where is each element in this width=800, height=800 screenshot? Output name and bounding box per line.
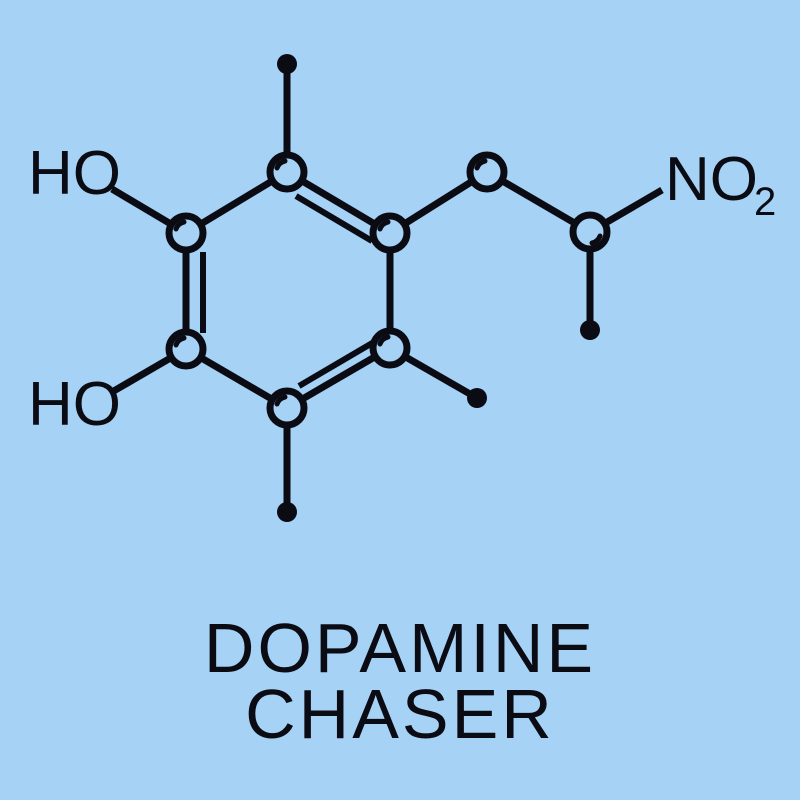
- atom-chain-1: [466, 151, 508, 193]
- terminal-dot-layer: [277, 54, 600, 522]
- atom-gloss-arc: [377, 219, 391, 232]
- poster-title-line-2: CHASER: [245, 675, 555, 753]
- atom-gloss-arc: [173, 219, 187, 232]
- atom-ring-top: [266, 151, 308, 193]
- atom-ring-upper-left: [165, 212, 207, 254]
- double-bond-inner-lower-right: [297, 339, 376, 389]
- double-bond-inner-upper-right: [294, 193, 374, 244]
- atom-gloss-arc: [173, 335, 187, 348]
- chain-atom-layer: [466, 151, 611, 253]
- terminal-dot-chain: [580, 320, 600, 340]
- terminal-dot-bottom: [277, 502, 297, 522]
- poster-title-block: DOPAMINE CHASER: [204, 609, 596, 753]
- atom-ring-bottom: [266, 387, 308, 429]
- atom-ring-lower-left: [165, 328, 207, 370]
- poster-title-line-1: DOPAMINE: [204, 609, 596, 687]
- atom-gloss-arc: [589, 233, 603, 246]
- label-nitro-main: NO: [665, 145, 758, 214]
- atom-gloss-arc: [474, 158, 488, 171]
- label-nitro-subscript: 2: [754, 180, 776, 224]
- atom-ring-lower-right: [369, 327, 411, 369]
- atom-gloss-arc: [274, 158, 288, 171]
- group-label-layer: HO HO NO 2: [28, 139, 776, 439]
- atom-gloss-arc: [274, 394, 288, 407]
- atom-chain-2: [569, 211, 611, 253]
- bond-layer: [110, 64, 664, 512]
- terminal-dot-top: [277, 54, 297, 74]
- atom-gloss-arc: [377, 334, 391, 347]
- label-hydroxyl-lower: HO: [28, 370, 121, 439]
- terminal-dot-methyl: [467, 388, 487, 408]
- label-hydroxyl-upper: HO: [28, 139, 121, 208]
- ring-atom-layer: [165, 151, 411, 429]
- atom-ring-upper-right: [369, 212, 411, 254]
